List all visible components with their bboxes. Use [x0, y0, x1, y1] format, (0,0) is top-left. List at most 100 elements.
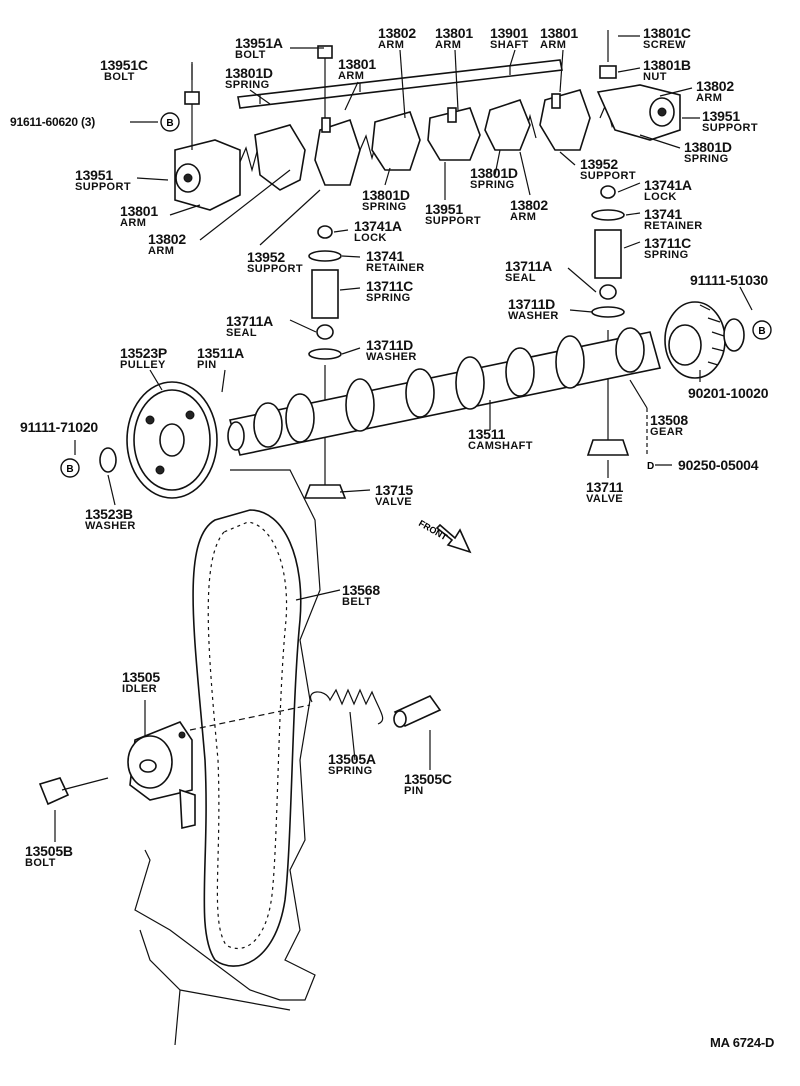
label-13951a: 13951A BOLT [235, 36, 283, 61]
part-number: 13951 [425, 201, 463, 217]
part-number: 13952 [247, 249, 285, 265]
part-name: WASHER [366, 351, 417, 363]
label-13741-right: 13741 RETAINER [644, 207, 703, 232]
engine-block-outline [134, 469, 321, 1046]
label-13711d-right: 13711D WASHER [508, 297, 559, 322]
bolt-13951a [317, 45, 333, 118]
part-number: 90201-10020 [688, 385, 769, 401]
marker-d-text: D [647, 461, 654, 472]
part-number: 13801 [338, 56, 376, 72]
label-13508: 13508 GEAR [650, 413, 688, 438]
part-name: SHAFT [490, 39, 529, 51]
marker-b-left: B [60, 458, 80, 478]
marker-b-text: B [66, 464, 73, 475]
part-number: 13801 [435, 25, 473, 41]
rocker-assembly [174, 84, 681, 211]
part-name: NUT [643, 71, 667, 83]
part-number: 91611-60620 (3) [10, 115, 96, 129]
idler-bolt [38, 777, 109, 806]
part-number: 13511 [468, 426, 506, 442]
part-name: IDLER [122, 683, 157, 695]
label-90250: 90250-05004 [678, 458, 759, 472]
part-number: 13741A [354, 218, 402, 234]
distributor-gear [664, 301, 745, 379]
part-name: ARM [540, 39, 567, 51]
part-number: 13802 [696, 78, 734, 94]
part-name: SEAL [505, 272, 536, 284]
label-13801d-mid2: 13801D SPRING [470, 166, 518, 191]
rocker-shaft [237, 59, 563, 109]
part-number: 13801D [470, 165, 518, 181]
part-name: BOLT [25, 857, 56, 869]
part-number: 13711C [644, 235, 692, 251]
label-13801b: 13801B NUT [643, 58, 691, 83]
part-number: 91111-71020 [20, 419, 99, 435]
label-13951c: 13951C BOLT [100, 58, 148, 83]
part-number: 13802 [148, 231, 186, 247]
part-name: SPRING [684, 153, 729, 165]
part-name: ARM [148, 245, 175, 257]
part-number: 13741A [644, 177, 692, 193]
label-90201: 90201-10020 [688, 385, 769, 401]
label-91111-71020: 91111-71020 [20, 420, 98, 434]
label-13523b: 13523B WASHER [85, 507, 136, 532]
label-13741-left: 13741 RETAINER [366, 249, 425, 274]
part-name: LOCK [644, 191, 677, 203]
camshaft-pulley [99, 381, 218, 499]
label-13505c: 13505C PIN [404, 772, 452, 797]
label-13523p: 13523P PULLEY [120, 346, 167, 371]
part-name: ARM [435, 39, 462, 51]
part-name: SUPPORT [702, 122, 758, 134]
part-number: 13711A [226, 313, 274, 329]
label-13711c-left: 13711C SPRING [366, 279, 413, 304]
part-number: 13901 [490, 25, 528, 41]
part-number: 13802 [510, 197, 548, 213]
part-name: BOLT [235, 49, 266, 61]
part-name: SUPPORT [580, 170, 636, 182]
part-number: 13511A [197, 345, 245, 361]
part-name: SPRING [362, 201, 407, 213]
label-13511a: 13511A PIN [197, 346, 244, 371]
part-name: SPRING [225, 79, 270, 91]
label-91111-51030: 91111-51030 [690, 273, 768, 287]
part-name: GEAR [650, 426, 684, 438]
label-13952-right: 13952 SUPPORT [580, 157, 636, 182]
idler-pin [393, 694, 442, 728]
part-number: 13741 [644, 206, 682, 222]
label-13711a-left: 13711A SEAL [226, 314, 273, 339]
part-number: 13801C [643, 25, 691, 41]
timing-belt [192, 509, 302, 967]
part-name: PIN [197, 359, 217, 371]
part-name: BELT [342, 596, 372, 608]
part-number: 13801D [225, 65, 273, 81]
idler-pulley [127, 721, 196, 829]
label-13715: 13715 VALVE [375, 483, 413, 508]
part-name: SUPPORT [75, 181, 131, 193]
part-number: 13711D [366, 337, 414, 353]
part-number: 13505A [328, 751, 376, 767]
tension-spring [309, 688, 384, 725]
valve-train-right [586, 185, 630, 456]
part-name: VALVE [586, 493, 624, 505]
part-name: WASHER [508, 310, 559, 322]
part-number: 13505 [122, 669, 160, 685]
label-13505: 13505 IDLER [122, 670, 160, 695]
part-name: SPRING [644, 249, 689, 261]
label-13951-mid: 13951 SUPPORT [425, 202, 481, 227]
label-13951-right: 13951 SUPPORT [702, 109, 758, 134]
label-13951-left: 13951 SUPPORT [75, 168, 131, 193]
label-13741a-right: 13741A LOCK [644, 178, 692, 203]
part-name: CAMSHAFT [468, 440, 533, 452]
label-13802-right: 13802 ARM [696, 79, 734, 104]
label-13801-left: 13801 ARM [120, 204, 158, 229]
label-13505b: 13505B BOLT [25, 844, 73, 869]
label-13801-arm-b: 13801 ARM [435, 26, 473, 51]
part-name: ARM [338, 70, 365, 82]
label-13801d-right: 13801D SPRING [684, 140, 732, 165]
part-name: LOCK [354, 232, 387, 244]
part-number: 13801 [540, 25, 578, 41]
part-number: 91111-51030 [690, 272, 769, 288]
part-number: 13952 [580, 156, 618, 172]
